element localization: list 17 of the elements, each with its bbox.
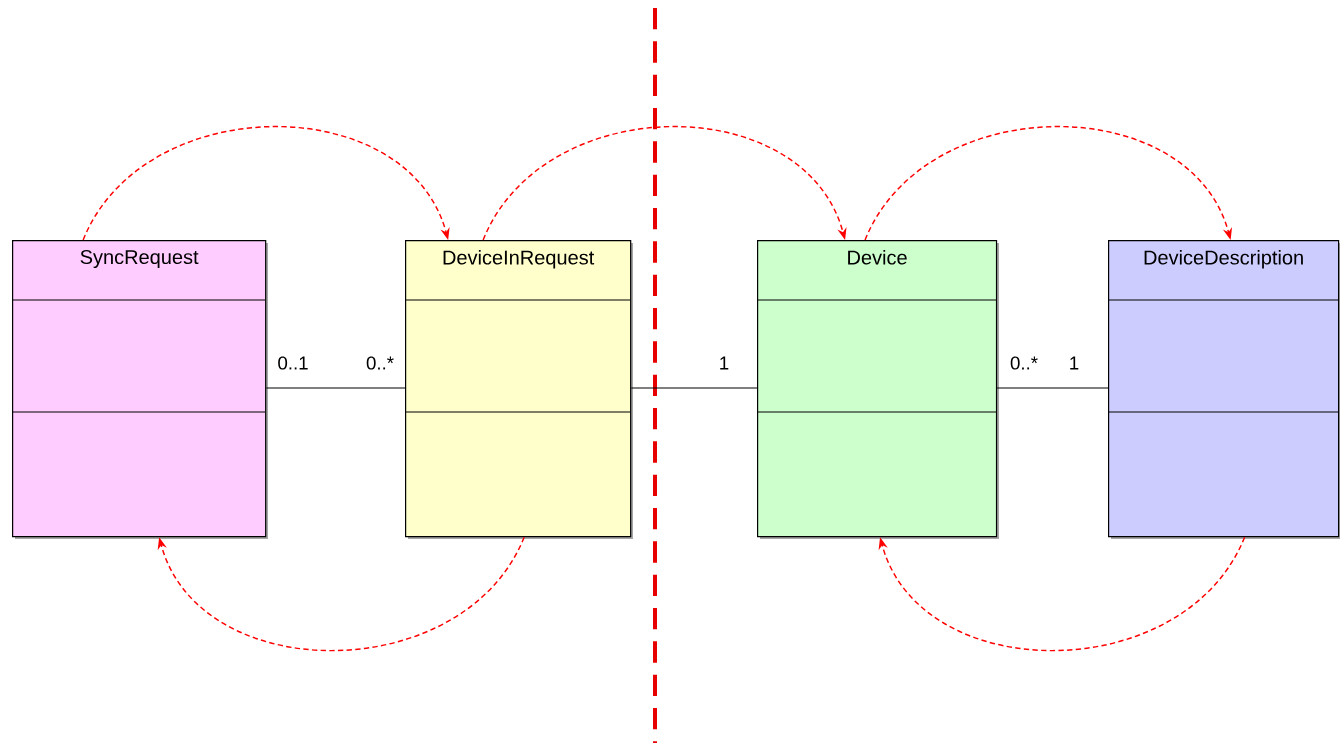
class-box: DeviceDescription [1107,240,1340,539]
curved-arrow [82,125,450,241]
multiplicity-label: 0..* [366,356,394,370]
multiplicity-label: 0..1 [278,356,308,370]
curved-arrow [482,125,847,241]
association-line [996,387,1109,389]
class-box: SyncRequest [11,240,268,539]
curved-arrow [878,536,1246,652]
association-line [265,387,406,389]
curved-arrow [864,125,1233,241]
multiplicity-label: 1 [1070,356,1079,370]
curved-arrow [157,536,525,652]
multiplicity-label: 0..* [1010,356,1038,370]
class-box: Device [756,240,999,539]
multiplicity-label: 1 [720,356,729,370]
class-box: DeviceInRequest [404,240,633,539]
association-line [630,387,758,389]
